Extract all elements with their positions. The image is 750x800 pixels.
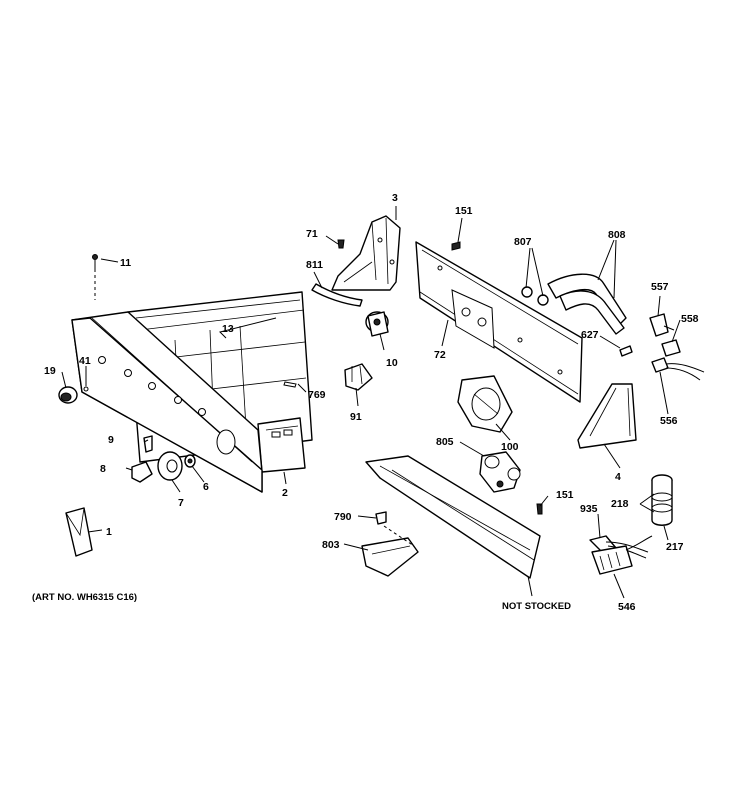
callout-151-top: 151	[455, 205, 473, 217]
callout-13: 13	[222, 323, 234, 335]
hoses-808	[547, 273, 627, 335]
callout-769: 769	[308, 389, 326, 401]
callout-811: 811	[306, 259, 323, 271]
callout-627: 627	[581, 329, 599, 341]
art-number-label: (ART NO. WH6315 C16)	[32, 592, 137, 603]
notes: NOT STOCKED (ART NO. WH6315 C16)	[32, 592, 571, 612]
callout-9: 9	[108, 434, 114, 446]
callout-1: 1	[106, 526, 112, 538]
part-627	[619, 345, 633, 357]
not-stocked-label: NOT STOCKED	[502, 601, 571, 612]
callout-41: 41	[79, 355, 91, 367]
callout-91: 91	[350, 411, 362, 423]
callout-19: 19	[44, 365, 56, 377]
backsplash-72	[415, 241, 583, 403]
screw-769	[283, 381, 297, 388]
callout-71: 71	[306, 228, 318, 240]
callout-8: 8	[100, 463, 106, 475]
control-panel-face	[71, 311, 263, 493]
knob-8	[131, 461, 153, 483]
callout-808: 808	[608, 229, 626, 241]
callout-100: 100	[501, 441, 519, 453]
callout-805: 805	[436, 436, 454, 448]
cover-803	[361, 525, 419, 577]
bracket-3	[331, 215, 401, 291]
harness-935	[589, 535, 649, 559]
callout-10: 10	[386, 357, 398, 369]
callout-558: 558	[681, 313, 699, 325]
part-557	[649, 313, 675, 337]
clip-151-bottom	[536, 503, 543, 515]
literature-1	[65, 507, 93, 557]
timer-100	[457, 375, 513, 433]
callout-72: 72	[434, 349, 446, 361]
valve-805	[479, 451, 521, 493]
callout-803: 803	[322, 539, 340, 551]
pressure-switch-10	[365, 311, 389, 337]
wire-556	[651, 357, 705, 381]
callout-7: 7	[178, 497, 184, 509]
callout-151-bottom: 151	[556, 489, 574, 501]
dial-7	[157, 451, 183, 481]
clip-790	[375, 511, 387, 525]
screw-11	[92, 254, 119, 300]
callout-4: 4	[615, 471, 621, 483]
callout-935: 935	[580, 503, 598, 515]
clip-9	[143, 435, 153, 453]
callout-3: 3	[392, 192, 398, 204]
hose-811	[311, 283, 363, 307]
callout-2: 2	[282, 487, 288, 499]
knob-19	[58, 386, 78, 404]
washers-807	[521, 286, 549, 306]
part-558	[661, 339, 681, 357]
callout-11: 11	[120, 257, 131, 269]
switch-91	[344, 363, 373, 391]
clip-151-top	[451, 241, 461, 251]
control-panel-frame-2	[257, 417, 306, 473]
screw-71	[337, 239, 345, 249]
callout-217: 217	[666, 541, 684, 553]
callout-labels: 11 13 41 19 9 8 7 6 2 1 3 71 811 10 91 7…	[44, 192, 699, 613]
callout-6: 6	[203, 481, 209, 493]
leader-lines	[61, 206, 681, 599]
bushing-6	[184, 454, 196, 468]
callout-546: 546	[618, 601, 636, 613]
callout-218: 218	[611, 498, 629, 510]
bracket-4	[577, 383, 637, 449]
callout-807: 807	[514, 236, 532, 248]
capacitor-217	[651, 474, 673, 526]
callout-557: 557	[651, 281, 669, 293]
callout-790: 790	[334, 511, 352, 523]
block-546	[591, 535, 653, 575]
bracket-not-stocked	[365, 455, 541, 579]
spring-41	[83, 386, 89, 392]
callout-556: 556	[660, 415, 678, 427]
